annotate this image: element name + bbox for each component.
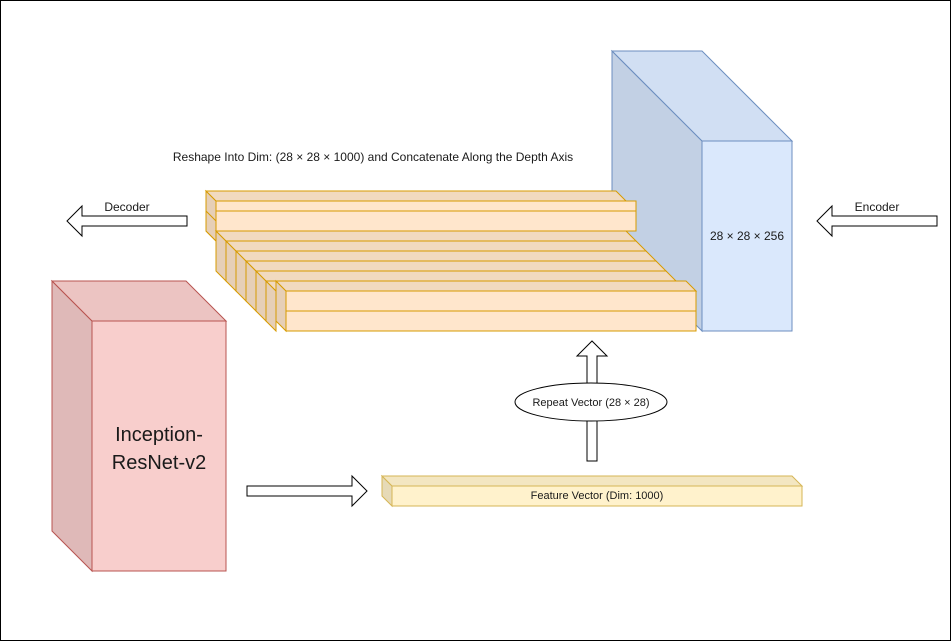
repeat-vector-label: Repeat Vector (28 × 28) — [532, 397, 649, 409]
stack-step-top — [244, 260, 668, 272]
reshaped-feature-stack — [204, 189, 698, 333]
feature-vector-top — [380, 475, 804, 487]
feature-bar — [215, 200, 637, 212]
feature-vector-label: Feature Vector (Dim: 1000) — [531, 490, 664, 502]
encoder-volume-front — [701, 140, 793, 332]
inception-block-side — [51, 279, 93, 573]
inception-block-front — [91, 320, 227, 572]
reshape-title: Reshape Into Dim: (28 × 28 × 1000) and C… — [173, 150, 573, 164]
stack-step-top — [234, 250, 658, 262]
feature-vector-bar: Feature Vector (Dim: 1000) — [380, 474, 804, 508]
inception-label-line1: Inception- — [115, 424, 203, 446]
repeat-vector-node: Repeat Vector (28 × 28) — [514, 382, 668, 422]
encoder-output-dims-label: 28 × 28 × 256 — [710, 229, 784, 243]
encoder-label: Encoder — [855, 200, 900, 214]
stack-step-top — [254, 270, 678, 282]
feature-bar — [285, 290, 697, 312]
feature-arrow-icon — [246, 474, 368, 508]
stack-front-top — [274, 280, 698, 292]
stack-upper-top — [204, 190, 628, 202]
feature-bar — [285, 310, 697, 332]
inception-label-line2: ResNet-v2 — [112, 452, 206, 474]
stack-step-top — [224, 240, 648, 252]
stack-step-top — [214, 230, 638, 242]
encoder-arrow-icon — [816, 204, 938, 238]
inception-resnet-block: Inception- ResNet-v2 — [50, 279, 228, 573]
decoder-label: Decoder — [104, 200, 149, 214]
feature-vector-front — [391, 485, 803, 507]
feature-bar — [215, 210, 637, 232]
decoder-arrow-icon — [66, 204, 188, 238]
